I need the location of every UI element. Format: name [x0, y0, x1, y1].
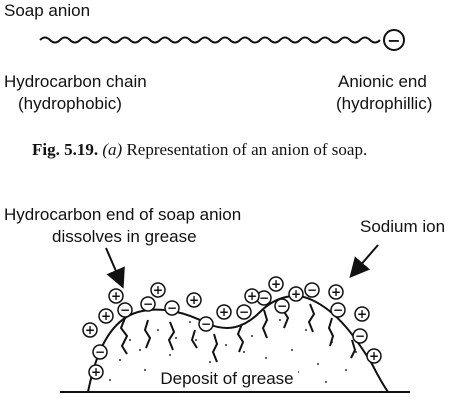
plus-ion-7: + [288, 286, 304, 302]
svg-text:+: + [247, 289, 257, 303]
hydrocarbon-end-label: Hydrocarbon end of soap anion [4, 205, 242, 224]
anionic-head-icon [383, 29, 405, 51]
svg-text:+: + [271, 277, 281, 291]
svg-text:+: + [291, 287, 301, 301]
deposit-of-grease-label: Deposit of grease [160, 369, 293, 388]
plus-ion-3: + [186, 292, 202, 308]
plus-ion-8: + [328, 284, 344, 300]
hydrocarbon-chain-label: Hydrocarbon chain [4, 72, 147, 91]
dissolves-in-grease-label: dissolves in grease [52, 227, 197, 246]
svg-text:+: + [369, 349, 379, 363]
svg-text:−: − [355, 329, 365, 343]
minus-ion-11: − [274, 298, 290, 314]
svg-text:−: − [167, 301, 177, 315]
plus-ion-12: + [366, 348, 382, 364]
svg-text:+: + [153, 283, 163, 297]
svg-text:+: + [331, 285, 341, 299]
figure-caption: Fig. 5.19. (a) Representation of an anio… [32, 140, 367, 160]
svg-text:+: + [189, 293, 199, 307]
soap-anion-label: Soap anion [4, 1, 91, 20]
svg-text:−: − [239, 305, 249, 319]
soap-tails-in-grease [119, 299, 357, 363]
minus-ion-2: − [140, 296, 156, 312]
plus-ion-10: + [98, 308, 114, 324]
svg-text:+: + [219, 305, 229, 319]
minus-ion-1: − [117, 302, 133, 318]
svg-text:+: + [111, 289, 121, 303]
svg-text:−: − [259, 291, 269, 305]
svg-text:+: + [101, 309, 111, 323]
anionic-head-charge: − [387, 31, 400, 50]
svg-text:−: − [307, 283, 317, 297]
plus-ion-11: + [354, 306, 370, 322]
svg-text:+: + [85, 323, 95, 337]
figure-caption-text: Representation of an anion of soap. [126, 140, 368, 159]
figure-number: Fig. 5.19. [32, 140, 99, 159]
hydrophobic-label: (hydrophobic) [18, 94, 122, 113]
svg-text:−: − [277, 299, 287, 313]
svg-text:+: + [357, 307, 367, 321]
svg-text:−: − [201, 317, 211, 331]
plus-ion-5: + [244, 288, 260, 304]
plus-ion-13: + [88, 364, 104, 380]
plus-ion-4: + [216, 304, 232, 320]
minus-ion-8: − [330, 302, 346, 318]
svg-text:−: − [120, 303, 130, 317]
minus-ion-3: − [164, 300, 180, 316]
deposit-label-bg [156, 368, 298, 388]
plus-ion-6: + [268, 276, 284, 292]
hydrocarbon-chain-wave [39, 36, 381, 44]
sodium-ion-label: Sodium ion [360, 217, 446, 236]
svg-text:−: − [95, 345, 105, 359]
plus-ion-1: + [108, 288, 124, 304]
ions: − − − − − − − − − − − + + + + + + + + + … [82, 276, 382, 380]
minus-ion-4: − [198, 316, 214, 332]
minus-ion-7: − [304, 282, 320, 298]
svg-text:+: + [91, 365, 101, 379]
minus-ion-5: − [236, 304, 252, 320]
svg-text:−: − [143, 297, 153, 311]
hydrophillic-label: (hydrophillic) [336, 94, 433, 113]
hydrocarbon-end-arrow [105, 247, 125, 289]
svg-text:−: − [333, 303, 343, 317]
minus-ion-9: − [352, 328, 368, 344]
sodium-ion-arrow [349, 244, 379, 279]
minus-ion-10: − [92, 344, 108, 360]
plus-ion-9: + [82, 322, 98, 338]
anionic-end-label: Anionic end [338, 72, 427, 91]
plus-ion-2: + [150, 282, 166, 298]
figure-part: (a) [102, 140, 123, 159]
